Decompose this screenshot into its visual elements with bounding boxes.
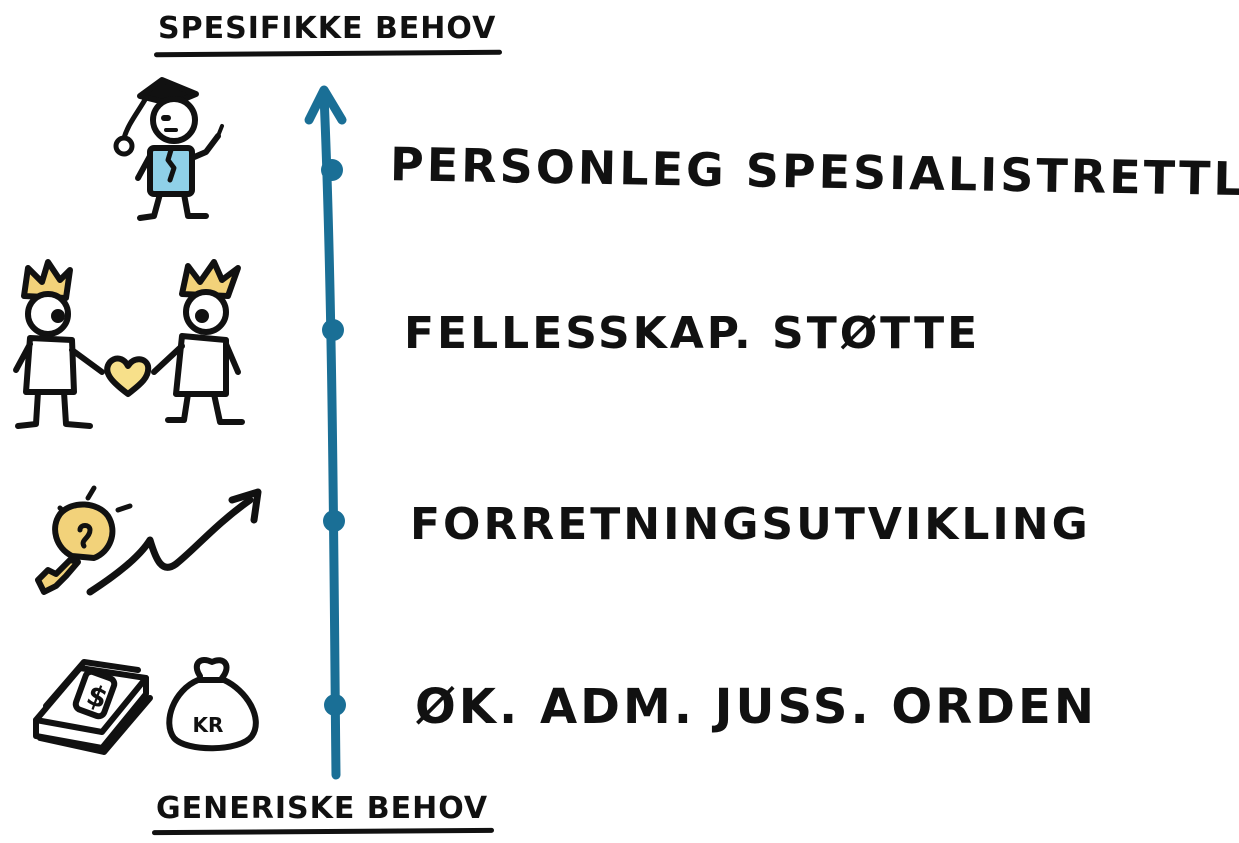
axis-arrowhead (304, 85, 347, 125)
axis-line (319, 91, 341, 780)
axis (304, 85, 347, 780)
top-heading-text: SPESIFIKKE BEHOV (158, 11, 497, 46)
money-bag-label: KR (193, 713, 224, 737)
mentor-person-icon (113, 77, 224, 221)
axis-dot-3 (323, 510, 345, 532)
bottom-heading-text: GENERISKE BEHOV (156, 791, 489, 826)
top-heading: SPESIFIKKE BEHOV (153, 11, 503, 58)
level-label-3: FORRETNINGSUTVIKLING (410, 499, 1091, 550)
community-support-icon (13, 259, 245, 429)
axis-dot-1 (321, 159, 343, 181)
axis-dot-2 (322, 319, 344, 341)
axis-dot-4 (324, 694, 346, 716)
bottom-heading: GENERISKE BEHOV (151, 791, 495, 836)
growth-arrow-icon (35, 485, 262, 596)
level-label-2: FELLESSKAP. STØTTE (404, 308, 981, 359)
money-bag-icon: $ KR (33, 656, 259, 755)
level-label-4: ØK. ADM. JUSS. ORDEN (415, 679, 1097, 735)
